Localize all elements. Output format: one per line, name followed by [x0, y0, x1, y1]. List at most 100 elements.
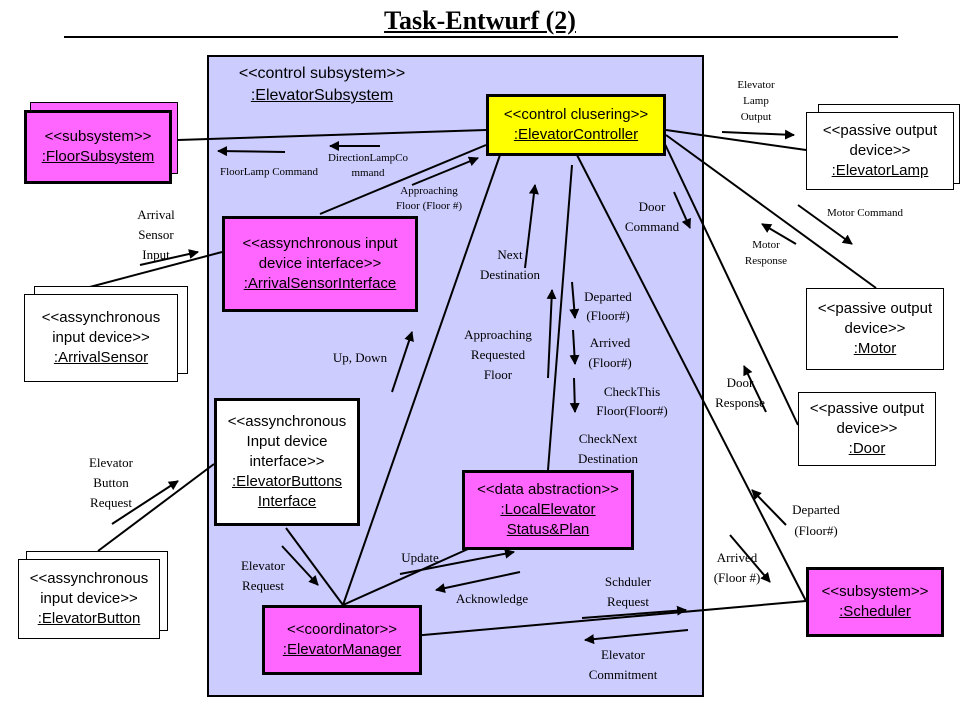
floor-subsystem-stereotype: <<subsystem>>: [44, 128, 152, 145]
link-controller-scheduler: [576, 154, 807, 602]
buttons-interface-line3: interface>>: [249, 453, 325, 470]
elevator-button-name: :ElevatorButton: [37, 610, 141, 627]
door-line2: device>>: [836, 420, 898, 437]
arrival-sensor-interface-line2: device interface>>: [258, 255, 382, 272]
arrow-elevator-request: [281, 545, 319, 586]
elevator-lamp-name: :ElevatorLamp: [831, 162, 929, 179]
arrival-sensor-box: <<assynchronous input device>> :ArrivalS…: [24, 294, 178, 382]
elevator-controller-box: <<control clusering>> :ElevatorControlle…: [486, 94, 666, 156]
link-manager-scheduler: [411, 600, 807, 637]
label-direction-lamp-1: DirectionLampCo: [327, 152, 409, 164]
buttons-interface-line1: <<assynchronous: [227, 413, 347, 430]
elevator-controller-name: :ElevatorController: [513, 126, 639, 143]
label-approaching-floor-1: Approaching: [400, 185, 458, 197]
link-floor-controller: [177, 129, 487, 141]
label-lamp-output-1: Elevator: [737, 79, 775, 91]
label-approaching-req-3: Floor: [483, 367, 513, 382]
arrow-arrived-scheduler: [729, 534, 771, 583]
label-door-command-1: Door: [638, 199, 666, 214]
elevator-manager-box: <<coordinator>> :ElevatorManager: [262, 605, 422, 675]
label-arrived-2b: (Floor #): [713, 570, 761, 585]
label-button-request-1: Elevator: [88, 455, 134, 470]
subsystem-stereotype: <<control subsystem>>: [238, 65, 406, 82]
elevator-manager-stereotype: <<coordinator>>: [286, 621, 398, 638]
elevator-subsystem-boundary: [207, 55, 704, 697]
elevator-controller-stereotype: <<control clusering>>: [503, 106, 649, 123]
label-departed-2b: (Floor#): [794, 523, 838, 538]
label-button-request-3: Request: [90, 495, 132, 510]
label-elevator-commitment-2: Commitment: [588, 667, 658, 682]
label-check-this-2: Floor(Floor#): [596, 403, 668, 418]
subsystem-name: :ElevatorSubsystem: [250, 87, 394, 104]
label-check-next-2: Destination: [578, 451, 638, 466]
arrow-lamp-output: [721, 129, 795, 140]
arrow-departed-scheduler: [751, 489, 787, 526]
arrow-up-down: [391, 331, 414, 393]
label-approaching-req-1: Approaching: [464, 327, 532, 342]
label-approaching-floor-2: Floor (Floor #): [396, 200, 462, 212]
motor-box: <<passive output device>> :Motor: [806, 288, 944, 370]
local-elevator-stereotype: <<data abstraction>>: [477, 481, 619, 498]
arrow-floorlamp: [217, 146, 286, 157]
link-sensor-sensorif: [85, 251, 223, 289]
arrow-check-this: [569, 377, 580, 413]
arrival-sensor-name: :ArrivalSensor: [53, 349, 149, 366]
link-manager-localelev: [342, 548, 469, 606]
arrow-button-request: [111, 480, 179, 525]
arrival-sensor-interface-box: <<assynchronous input device interface>>…: [222, 216, 418, 312]
label-scheduler-request-2: Request: [607, 594, 649, 609]
page-title: Task-Entwurf (2): [384, 6, 576, 35]
label-departed-1a: Departed: [584, 289, 632, 304]
arrival-sensor-interface-name: :ArrivalSensorInterface: [243, 275, 397, 292]
elevator-manager-name: :ElevatorManager: [282, 641, 402, 658]
link-controller-lamp: [665, 129, 807, 151]
label-up-down: Up, Down: [332, 350, 388, 365]
arrival-sensor-line1: <<assynchronous: [41, 309, 161, 326]
label-door-command-2: Command: [624, 219, 680, 234]
elevator-button-line2: input device>>: [40, 590, 138, 607]
door-line1: <<passive output: [809, 400, 925, 417]
label-lamp-output-2: Lamp: [743, 95, 769, 107]
label-check-this-1: CheckThis: [603, 384, 661, 399]
local-elevator-name1: :LocalElevator: [500, 501, 596, 518]
label-elevator-commitment-1: Elevator: [600, 647, 646, 662]
arrival-sensor-line2: input device>>: [52, 329, 150, 346]
elevator-button-line1: <<assynchronous: [29, 570, 149, 587]
link-button-buttonsif: [97, 463, 215, 552]
elevator-buttons-interface-box: <<assynchronous Input device interface>>…: [214, 398, 360, 526]
arrow-acknowledge: [435, 571, 521, 594]
title-underline: [64, 36, 898, 38]
arrow-scheduler-request: [581, 605, 687, 619]
label-lamp-output-3: Output: [740, 111, 772, 123]
door-name: :Door: [848, 440, 886, 457]
label-motor-response-1: Motor: [752, 239, 780, 251]
label-next-destination-1: Next: [497, 247, 523, 262]
arrow-elevator-commitment: [584, 629, 689, 645]
label-check-next-1: CheckNext: [578, 431, 638, 446]
label-door-response-2: Response: [715, 395, 765, 410]
label-motor-command: Motor Command: [826, 207, 904, 219]
arrow-door-response: [743, 365, 767, 413]
link-buttonsif-manager: [285, 527, 344, 606]
label-departed-1b: (Floor#): [586, 308, 630, 323]
arrow-motor-response: [761, 223, 797, 245]
motor-line2: device>>: [844, 320, 906, 337]
label-floorlamp-command: FloorLamp Command: [219, 166, 319, 178]
arrow-departed: [569, 281, 580, 319]
label-direction-lamp-2: mmand: [351, 167, 385, 179]
elevator-lamp-box: <<passive output device>> :ElevatorLamp: [806, 112, 954, 190]
arrow-approaching-floor: [411, 156, 479, 186]
label-arrival-2: Sensor: [138, 227, 174, 242]
buttons-interface-line2: Input device: [246, 433, 328, 450]
label-arrived-1a: Arrived: [589, 335, 631, 350]
label-elevator-request-1: Elevator: [240, 558, 286, 573]
elevator-lamp-line1: <<passive output: [822, 122, 938, 139]
link-sensorif-controller: [319, 144, 487, 215]
link-controller-door: [662, 139, 799, 426]
label-motor-response-2: Response: [744, 255, 788, 267]
label-acknowledge: Acknowledge: [455, 591, 529, 606]
link-localelev-controller: [547, 164, 573, 471]
motor-line1: <<passive output: [817, 300, 933, 317]
floor-subsystem-name: :FloorSubsystem: [41, 148, 155, 165]
